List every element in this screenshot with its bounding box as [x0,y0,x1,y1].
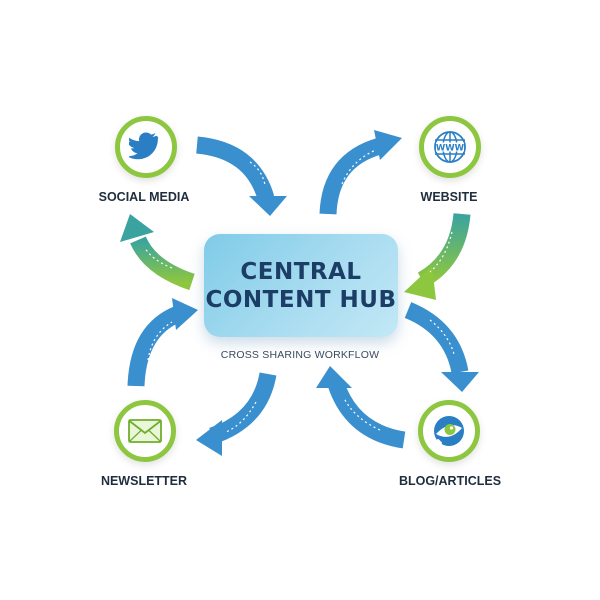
arrow-hub-to-newsletter [196,372,277,456]
arrow-hub-to-blog [404,302,479,392]
arrow-website-to-hub [404,213,471,300]
envelope-icon [128,419,162,443]
svg-text:WWW: WWW [436,143,465,153]
social-media-node [115,116,177,178]
newsletter-node [114,400,176,462]
twitter-bird-icon [129,132,159,160]
central-content-hub: CENTRAL CONTENT HUB [204,234,398,337]
hub-title-line-2: CONTENT HUB [205,286,397,313]
workflow-caption: CROSS SHARING WORKFLOW [220,349,380,361]
blog-articles-label: BLOG/ARTICLES [398,474,502,488]
blog-articles-node [418,400,480,462]
arrow-hub-to-website [319,130,402,215]
social-media-label: SOCIAL MEDIA [98,190,190,204]
blog-eye-icon [434,416,464,446]
arrow-newsletter-to-hub [127,298,198,387]
globe-www-icon: WWW [434,131,466,163]
hub-title-line-1: CENTRAL [240,258,362,285]
newsletter-label: NEWSLETTER [100,474,188,488]
website-label: WEBSITE [420,190,478,204]
website-node: WWW [419,116,481,178]
arrow-blog-to-hub [316,366,406,449]
arrow-social-to-hub [195,136,287,216]
arrow-hub-to-social [120,214,195,291]
